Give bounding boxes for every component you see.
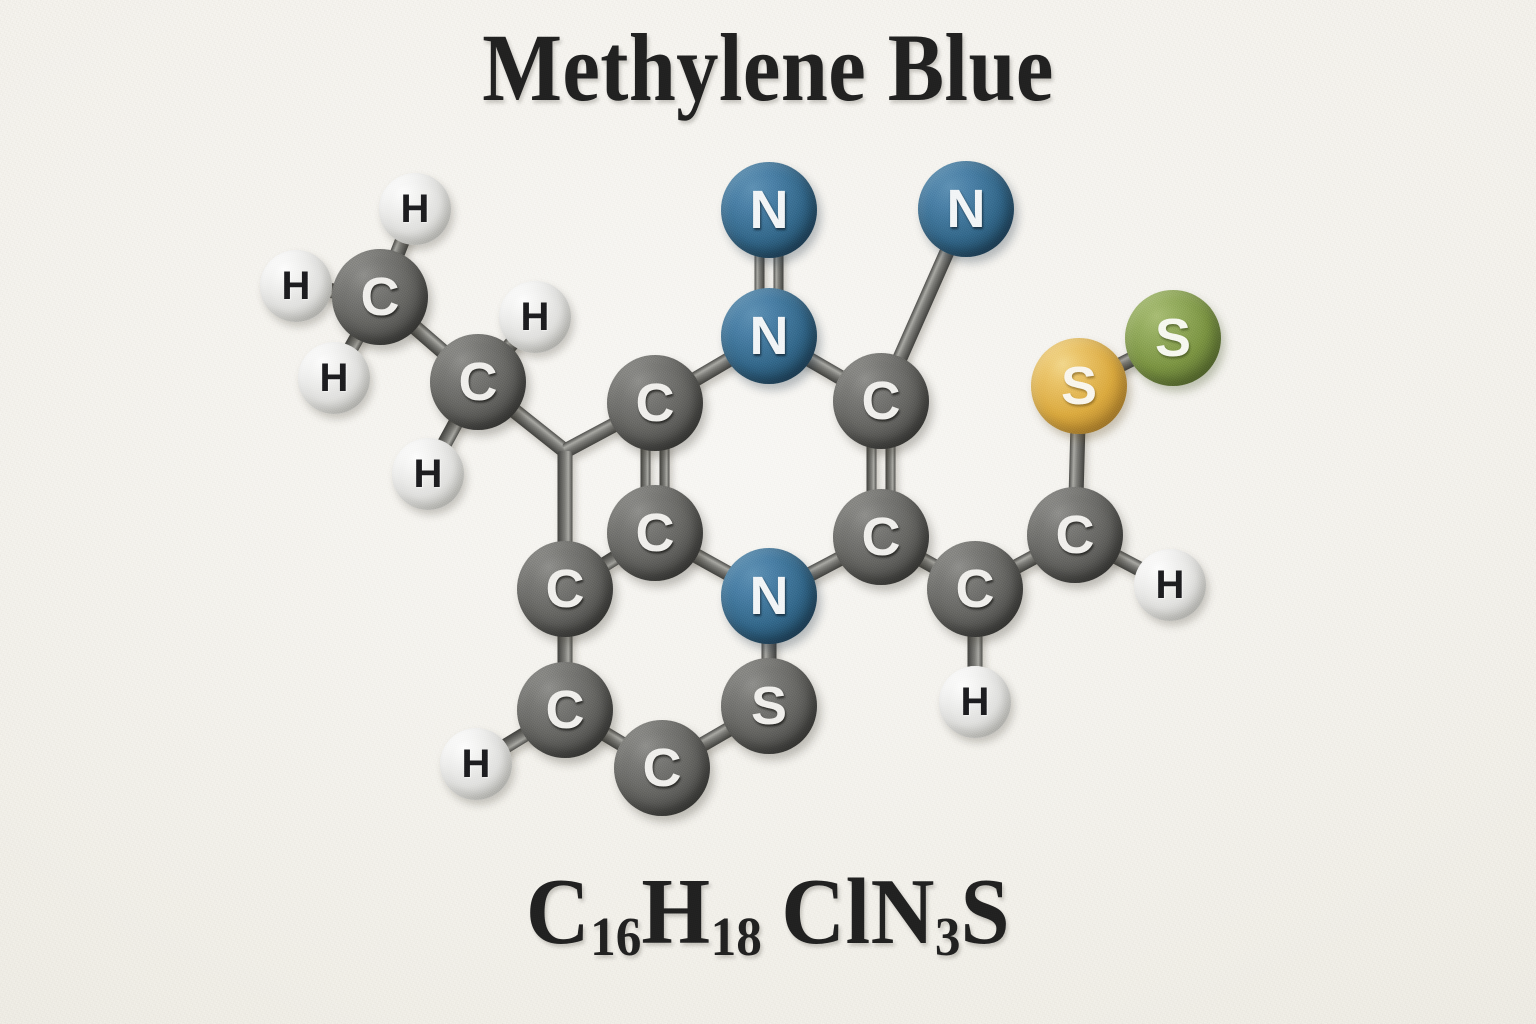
- formula-element-cl: Cl: [781, 860, 871, 964]
- atom-c-c7: C: [614, 720, 710, 816]
- atom-label-c6: C: [545, 680, 585, 740]
- bond-c3-c4-a: [640, 441, 651, 495]
- atom-label-n2: N: [749, 306, 789, 366]
- bond-v1-c3: [562, 415, 624, 457]
- atom-c-c6: C: [517, 662, 613, 758]
- formula-element-c: C: [525, 860, 591, 964]
- atom-h-h6: H: [440, 728, 512, 800]
- atom-h-h4: H: [499, 281, 571, 353]
- atom-label-h4: H: [520, 295, 550, 339]
- formula-subscript-n: 3: [934, 905, 961, 967]
- bond-n2-n3-a: [773, 248, 784, 298]
- atom-h-h5: H: [392, 438, 464, 510]
- page-title: Methylene Blue: [482, 14, 1054, 121]
- atom-label-h5: H: [413, 452, 443, 496]
- atom-label-h3: H: [319, 356, 349, 400]
- atom-n-n4: N: [918, 161, 1014, 257]
- bond-v1-c5: [557, 451, 573, 551]
- atom-label-s2: S: [1060, 356, 1098, 416]
- atom-label-c10: C: [955, 559, 995, 619]
- atom-n-n1: N: [721, 548, 817, 644]
- bond-n2-n3-b: [754, 248, 765, 298]
- atom-h-h2: H: [260, 250, 332, 322]
- atom-label-n3: N: [749, 180, 789, 240]
- bond-c8-c9-a: [866, 439, 877, 499]
- atom-s-s3: S: [1125, 290, 1221, 386]
- atom-c-c4: C: [607, 485, 703, 581]
- atom-label-c7: C: [642, 738, 682, 798]
- bond-c2-v1: [504, 401, 569, 456]
- atom-label-c8: C: [861, 371, 901, 431]
- formula-subscript-h: 18: [710, 905, 762, 967]
- atom-label-s3: S: [1154, 308, 1192, 368]
- formula-subscript-c: 16: [590, 905, 642, 967]
- atom-c-c2: C: [430, 334, 526, 430]
- atom-h-h8: H: [1134, 549, 1206, 621]
- atom-c-c11: C: [1027, 487, 1123, 583]
- atom-label-c2: C: [458, 352, 498, 412]
- atom-h-h7: H: [939, 666, 1011, 738]
- atom-label-h8: H: [1155, 563, 1185, 607]
- atom-n-n2: N: [721, 288, 817, 384]
- atom-label-h2: H: [281, 264, 311, 308]
- formula-element-n: N: [870, 860, 935, 964]
- bond-c5-c6: [557, 627, 573, 672]
- atom-c-c1: C: [332, 249, 428, 345]
- bond-c10-h7: [967, 627, 983, 676]
- atom-label-c4: C: [635, 503, 675, 563]
- atom-label-h1: H: [400, 187, 430, 231]
- atom-n-n3: N: [721, 162, 817, 258]
- chemical-formula: C16H18 ClN3S: [46, 860, 1490, 967]
- atom-c-c5: C: [517, 541, 613, 637]
- atom-c-c8: C: [833, 353, 929, 449]
- bond-c8-n4: [890, 241, 957, 369]
- atom-label-c1: C: [360, 267, 400, 327]
- atom-c-c9: C: [833, 489, 929, 585]
- atom-label-c9: C: [861, 507, 901, 567]
- atom-label-c11: C: [1055, 505, 1095, 565]
- bond-c3-c4-b: [659, 441, 670, 495]
- atom-c-c3: C: [607, 355, 703, 451]
- atom-label-h6: H: [461, 742, 491, 786]
- atom-label-c3: C: [635, 373, 675, 433]
- bond-c11-s2: [1068, 423, 1086, 498]
- atom-s-s2: S: [1031, 338, 1127, 434]
- atom-c-c10: C: [927, 541, 1023, 637]
- atom-label-c5: C: [545, 559, 585, 619]
- atom-h-h3: H: [298, 342, 370, 414]
- atom-label-h7: H: [960, 680, 990, 724]
- atom-label-s1: S: [750, 676, 788, 736]
- bond-c3-n2: [685, 350, 739, 389]
- bond-c8-c9-b: [885, 439, 896, 499]
- formula-element-h: H: [641, 860, 711, 964]
- atom-h-h1: H: [379, 173, 451, 245]
- atom-label-n4: N: [946, 179, 986, 239]
- atom-s-s1: S: [721, 658, 817, 754]
- formula-element-s: S: [960, 860, 1011, 964]
- atom-label-n1: N: [749, 566, 789, 626]
